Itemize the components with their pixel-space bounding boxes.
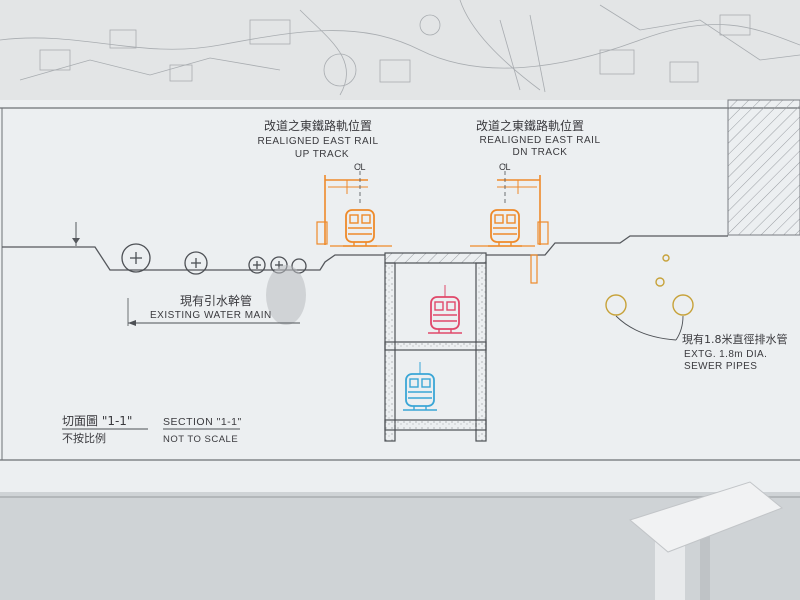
dn-track-label-en-1: REALIGNED EAST RAIL	[479, 135, 600, 146]
roof-slab	[384, 252, 487, 264]
up-track-label-en-1: REALIGNED EAST RAIL	[257, 136, 378, 147]
section-title-zh: 切面圖 "1-1"	[62, 414, 132, 428]
up-track-train-group	[316, 175, 392, 247]
existing-wall	[727, 99, 800, 236]
tunnel-box	[384, 252, 487, 442]
dn-track-label-zh: 改道之東鐵路軌位置	[476, 118, 584, 133]
section-scale-en: NOT TO SCALE	[163, 434, 238, 445]
sewer-leader-2	[675, 315, 684, 341]
up-track-label-zh: 改道之東鐵路軌位置	[264, 118, 372, 133]
left-wall	[384, 262, 396, 442]
up-track-label-en-2: UP TRACK	[295, 149, 349, 160]
tape-strip	[628, 481, 783, 553]
section-title-en: SECTION "1-1"	[163, 416, 242, 428]
up-track-centerline-label: CL	[354, 162, 366, 172]
right-wall	[475, 262, 487, 442]
water-main-pipes	[121, 243, 307, 275]
section-scale-zh: 不按比例	[62, 431, 106, 445]
sewer-label-zh: 現有1.8米直徑排水管	[682, 332, 788, 346]
water-main-label-zh: 現有引水幹管	[180, 293, 252, 308]
map-linework	[0, 0, 800, 96]
dn-track-centerline-label: CL	[499, 162, 511, 172]
dn-track-train-group	[470, 175, 549, 284]
base-slab	[384, 419, 487, 431]
smudge-mark	[266, 265, 306, 325]
sewer-label-en-2: SEWER PIPES	[684, 361, 757, 372]
sewer-label-en-1: EXTG. 1.8m DIA.	[684, 349, 767, 360]
water-main-label-en: EXISTING WATER MAIN	[150, 310, 272, 321]
sewer-leader-1	[615, 315, 677, 341]
sewer-pipes	[605, 254, 694, 316]
dn-track-label-en-2: DN TRACK	[513, 147, 568, 158]
ground-line-left	[2, 246, 385, 271]
map-background	[0, 0, 800, 100]
middle-slab	[384, 341, 487, 351]
